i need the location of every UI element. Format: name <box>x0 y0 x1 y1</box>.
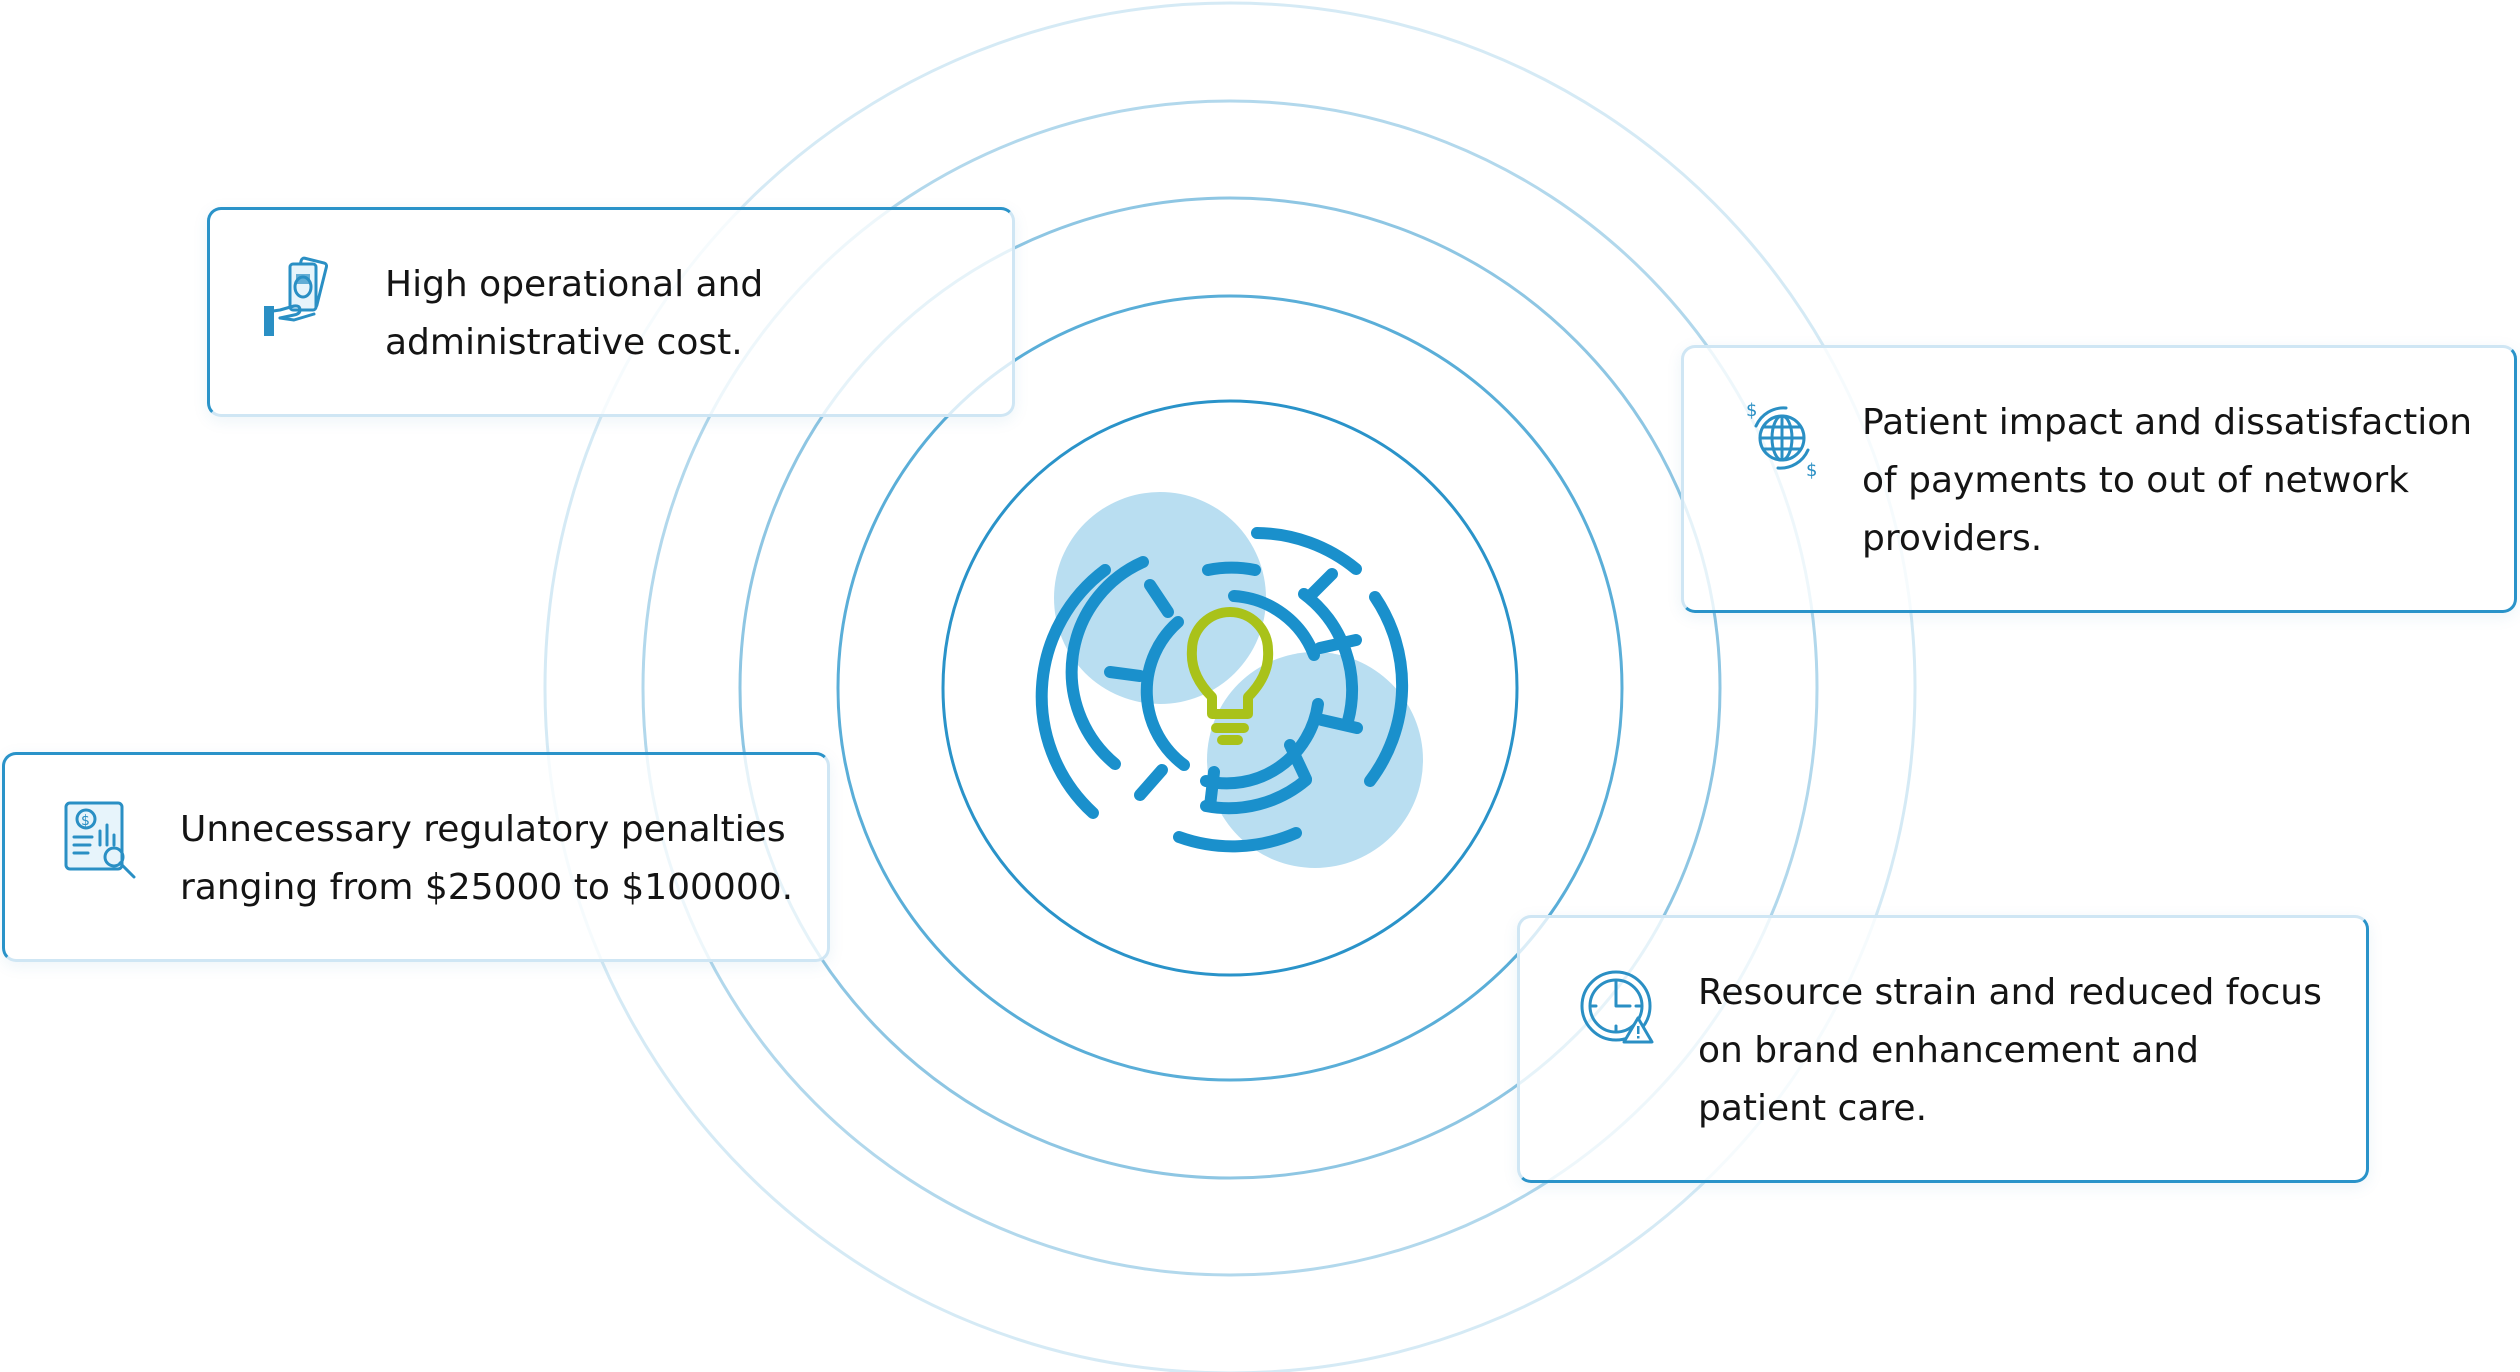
clock-warning-icon <box>1576 966 1660 1050</box>
card-cost-line-2: administrative cost. <box>385 322 743 363</box>
card-operational-cost: High operational and administrative cost… <box>207 207 1015 417</box>
svg-text:$: $ <box>1746 400 1757 421</box>
ring-5 <box>641 99 1819 1277</box>
ring-4 <box>738 196 1722 1180</box>
card-penalty-text: Unnecessary regulatory penalties ranging… <box>180 801 793 917</box>
card-penalty-line-2: ranging from $25000 to $100000. <box>180 867 794 908</box>
card-cost-text: High operational and administrative cost… <box>385 256 763 372</box>
ring-2 <box>941 399 1519 977</box>
card-resource-line-3: patient care. <box>1698 1088 1928 1129</box>
card-penalty-line-1: Unnecessary regulatory penalties <box>180 809 786 850</box>
card-resource-text: Resource strain and reduced focus on bra… <box>1698 964 2322 1138</box>
svg-text:$: $ <box>1806 460 1817 480</box>
card-patient-line-2: of payments to out of network <box>1862 460 2410 501</box>
svg-text:$: $ <box>81 813 90 829</box>
card-cost-line-1: High operational and <box>385 264 764 305</box>
card-resource-strain: Resource strain and reduced focus on bra… <box>1517 915 2369 1183</box>
card-regulatory-penalties: $ Unnecessary regulatory penalties rangi… <box>2 752 830 962</box>
maze-lightbulb-icon <box>1035 492 1423 868</box>
card-resource-line-1: Resource strain and reduced focus <box>1698 972 2322 1013</box>
card-patient-text: Patient impact and dissatisfaction of pa… <box>1862 394 2472 568</box>
card-resource-line-2: on brand enhancement and <box>1698 1030 2200 1071</box>
card-patient-impact: $ $ Patient impact and dissatisfaction o… <box>1681 345 2517 613</box>
ring-6 <box>543 1 1917 1372</box>
globe-dollar-icon: $ $ <box>1740 396 1824 480</box>
ring-3 <box>836 294 1624 1082</box>
card-patient-line-3: providers. <box>1862 518 2043 559</box>
card-patient-line-1: Patient impact and dissatisfaction <box>1862 402 2473 443</box>
financial-report-icon: $ <box>60 797 144 881</box>
money-hand-icon <box>260 254 344 338</box>
